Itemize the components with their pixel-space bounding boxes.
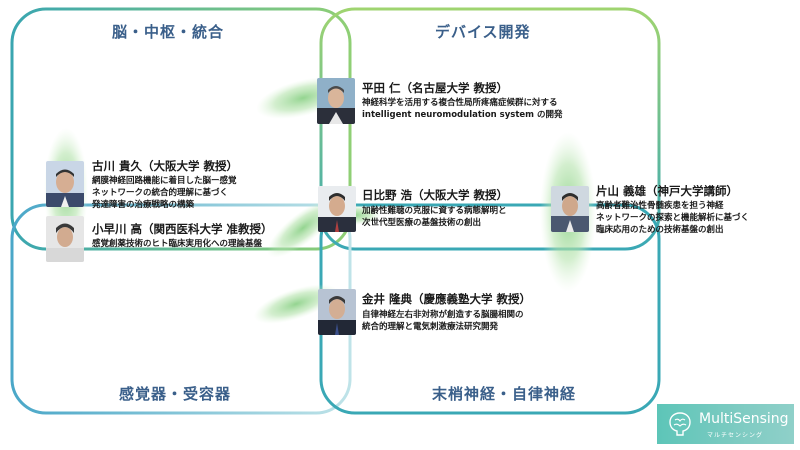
desc-line: intelligent neuromodulation system の開発 bbox=[362, 110, 563, 120]
avatar-furukawa bbox=[46, 161, 84, 207]
logo-subtext: マルチセンシング bbox=[707, 432, 764, 439]
leaf-shape bbox=[253, 284, 339, 324]
desc-line: ネットワークの探索と機能解析に基づく bbox=[596, 213, 750, 223]
desc-line: 網膜神経回路機能に着目した脳ー感覚 bbox=[92, 176, 237, 186]
person-name-kobayakawa: 小早川 高（関西医科大学 准教授） bbox=[92, 222, 273, 236]
avatar-kanai bbox=[318, 289, 356, 335]
person-desc-katayama: 高齢者難治性骨髄疾患を担う神経 ネットワークの探索と機能解析に基づく 臨床応用の… bbox=[596, 200, 749, 236]
desc-line: 発達障害の治療戦略の構築 bbox=[92, 200, 195, 210]
quadrant-title-device: デバイス開発 bbox=[435, 23, 531, 41]
person-desc-kanai: 自律神経左右非対称が創造する脳腸相関の 統合的理解と電気刺激療法研究開発 bbox=[362, 309, 524, 333]
person-desc-hibino: 加齢性難聴の克服に資する病態解明と 次世代型医療の基盤技術の創出 bbox=[362, 205, 507, 229]
desc-line: ネットワークの統合的理解に基づく bbox=[92, 188, 229, 198]
quadrant-title-brain: 脳・中枢・統合 bbox=[112, 23, 225, 41]
brain-icon bbox=[669, 412, 691, 436]
quadrant-title-peripheral: 末梢神経・自律神経 bbox=[432, 385, 577, 403]
person-desc-kobayakawa: 感覚創薬技術のヒト臨床実用化への理論基盤 bbox=[92, 238, 262, 250]
person-name-kanai: 金井 隆典（慶應義塾大学 教授） bbox=[362, 292, 532, 306]
frame-brain bbox=[10, 7, 352, 251]
desc-line: 高齢者難治性骨髄疾患を担う神経 bbox=[596, 201, 724, 211]
avatar-hibino bbox=[318, 186, 356, 232]
logo-text: MultiSensing bbox=[699, 411, 789, 427]
desc-line: 加齢性難聴の克服に資する病態解明と bbox=[362, 206, 507, 216]
desc-line: 感覚創薬技術のヒト臨床実用化への理論基盤 bbox=[92, 239, 263, 249]
avatar-kobayakawa bbox=[46, 216, 84, 262]
person-name-furukawa: 古川 貴久（大阪大学 教授） bbox=[92, 159, 239, 173]
person-desc-hirata: 神経科学を活用する複合性局所疼痛症候群に対する intelligent neur… bbox=[362, 97, 562, 121]
person-name-hibino: 日比野 浩（大阪大学 教授） bbox=[362, 188, 509, 202]
avatar-hirata bbox=[317, 78, 355, 124]
quadrant-title-sensory: 感覚器・受容器 bbox=[119, 385, 232, 403]
person-name-hirata: 平田 仁（名古屋大学 教授） bbox=[362, 81, 509, 95]
desc-line: 臨床応用のための技術基盤の創出 bbox=[596, 225, 724, 235]
desc-line: 神経科学を活用する複合性局所疼痛症候群に対する bbox=[362, 98, 558, 108]
avatar-katayama bbox=[551, 186, 589, 232]
desc-line: 自律神経左右非対称が創造する脳腸相関の bbox=[362, 310, 524, 320]
desc-line: 統合的理解と電気刺激療法研究開発 bbox=[362, 322, 499, 332]
person-name-katayama: 片山 義雄（神戸大学講師） bbox=[596, 184, 739, 198]
frame-device bbox=[319, 7, 661, 251]
desc-line: 次世代型医療の基盤技術の創出 bbox=[362, 218, 482, 228]
multisensing-logo: MultiSensing マルチセンシング bbox=[657, 404, 794, 444]
person-desc-furukawa: 網膜神経回路機能に着目した脳ー感覚 ネットワークの統合的理解に基づく 発達障害の… bbox=[92, 175, 237, 211]
